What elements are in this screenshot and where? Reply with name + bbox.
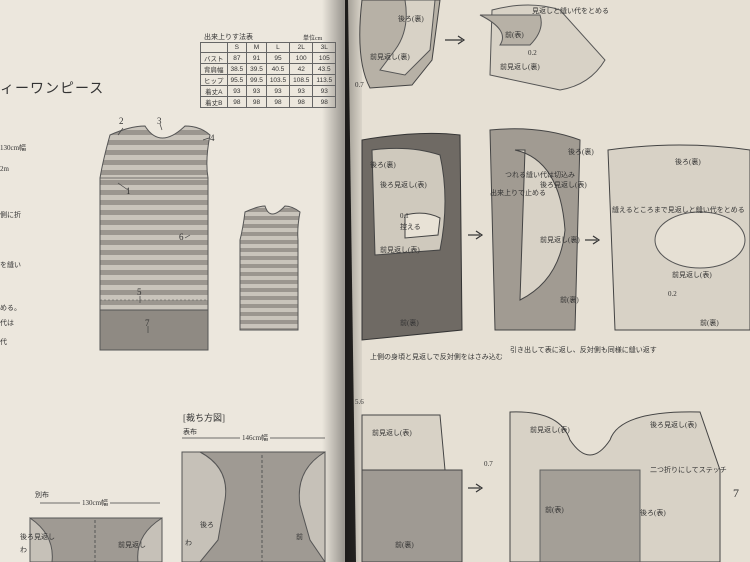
cutting-diagram [29, 437, 326, 562]
callout-label: 3 [157, 116, 162, 126]
betsu-label: 別布 [35, 491, 49, 499]
table-cell: 着丈B [200, 96, 228, 108]
diagram-label: つれる縫い代は切込み [505, 171, 575, 179]
diagram-label: 前(裏) [395, 541, 414, 549]
step-note: 上側の身頃と見返しで反対側をはさみ込む [370, 353, 503, 361]
callout-lines [117, 123, 210, 333]
dress-illustration-b [239, 205, 301, 331]
diagram-label: 見返しと縫い代をとめる [532, 7, 609, 15]
piece-label: わ [185, 539, 192, 547]
diagram-label: 前(裏) [560, 296, 579, 304]
omote-width: 146cm幅 [240, 433, 271, 443]
piece-label: わ [20, 546, 27, 554]
diagram-label: 前見返し(裏) [370, 53, 410, 61]
table-cell: 98 [226, 96, 248, 108]
diagram-label: 0.7 [355, 81, 364, 89]
diagram-label: 前見返し(表) [372, 429, 412, 437]
diagram-label: 後ろ見返し(表) [540, 181, 587, 189]
margin-note: 130cm幅 [0, 144, 27, 152]
sewing-step-top [359, 0, 606, 91]
diagram-label: 前(表) [545, 506, 564, 514]
diagram-label: 後ろ(裏) [568, 148, 594, 156]
margin-note: を縫い [0, 261, 21, 269]
diagram-label: 後ろ見返し(表) [380, 181, 427, 189]
dress-hem-band [99, 309, 209, 351]
diagram-label: 0.2 [528, 49, 537, 57]
diagram-label: 前(表) [505, 31, 524, 39]
cutting-diagram-title: [裁ち方図] [183, 413, 225, 423]
margin-note: 代 [0, 338, 7, 346]
sewing-step-middle [361, 128, 750, 341]
table-cell: 93 [289, 85, 314, 97]
size-table-unit: 単位cm [303, 36, 323, 42]
diagram-label: 前見返し(表) [672, 271, 712, 279]
table-cell: 105 [312, 52, 337, 64]
piece-label: 後ろ [200, 521, 214, 529]
page-number: 7 [733, 486, 739, 500]
diagram-label: 控える [400, 223, 421, 231]
diagram-label: 出来上りで止める [490, 189, 546, 197]
diagram-label: 前見返し(裏) [540, 236, 580, 244]
diagram-label: 5.6 [355, 398, 364, 406]
diagram-label: 縫えるところまで見返しと縫い代をとめる [612, 206, 745, 214]
diagram-label: 前(裏) [700, 319, 719, 327]
step-note: 引き出して表に返し、反対側も同様に縫い返す [510, 346, 657, 354]
pattern-title: ィーワンピース [0, 82, 105, 97]
diagram-label: 前(裏) [400, 319, 419, 327]
betsu-width: 130cm幅 [80, 498, 111, 508]
dress-illustration-a [99, 125, 211, 351]
size-table: S M L 2L 3L バスト 87 91 95 100 105 背肩幅 38.… [200, 42, 337, 108]
sewing-step-bottom [361, 411, 721, 562]
diagram-label: 後ろ(表) [640, 509, 666, 517]
diagram-label: 後ろ(裏) [675, 158, 701, 166]
margin-note: 2m [0, 165, 9, 173]
callout-label: 1 [126, 186, 131, 196]
margin-note: める。 [0, 304, 21, 312]
table-cell: 98 [289, 96, 314, 108]
table-row: 着丈A 93 93 93 93 93 [200, 85, 337, 97]
margin-note: 代は [0, 319, 14, 327]
table-row: 着丈B 98 98 98 98 98 [200, 96, 337, 108]
piece-label: 前 [296, 533, 303, 541]
piece-label: 前見返し [118, 541, 146, 549]
callout-label: 5 [137, 287, 142, 297]
diagram-label: 後ろ(裏) [370, 161, 396, 169]
callout-label: 4 [210, 133, 215, 143]
diagram-label: 後ろ見返し(表) [650, 421, 697, 429]
diagram-label: 前見返し(裏) [500, 63, 540, 71]
table-row: ヒップ 95.5 99.5 103.5 108.5 113.5 [200, 74, 337, 86]
callout-label: 2 [119, 116, 124, 126]
callout-label: 6 [179, 232, 184, 242]
diagram-label: 0.7 [484, 460, 493, 468]
diagram-label: 前見返し(表) [380, 246, 420, 254]
callout-label: 7 [145, 318, 150, 328]
size-table-title: 出来上りす法表 [204, 33, 253, 41]
margin-note: 側に折 [0, 211, 21, 219]
omote-label: 表布 [183, 428, 197, 436]
diagram-label: 二つ折りにしてステッチ [650, 466, 727, 474]
diagram-label: 後ろ(裏) [398, 15, 424, 23]
diagram-label: 0.1 [400, 212, 409, 220]
diagram-label: 前見返し(表) [530, 426, 570, 434]
table-cell: 98 [246, 96, 267, 108]
piece-label: 後ろ見返し [20, 533, 55, 541]
table-cell: 98 [312, 96, 337, 108]
diagram-label: 0.2 [668, 290, 677, 298]
